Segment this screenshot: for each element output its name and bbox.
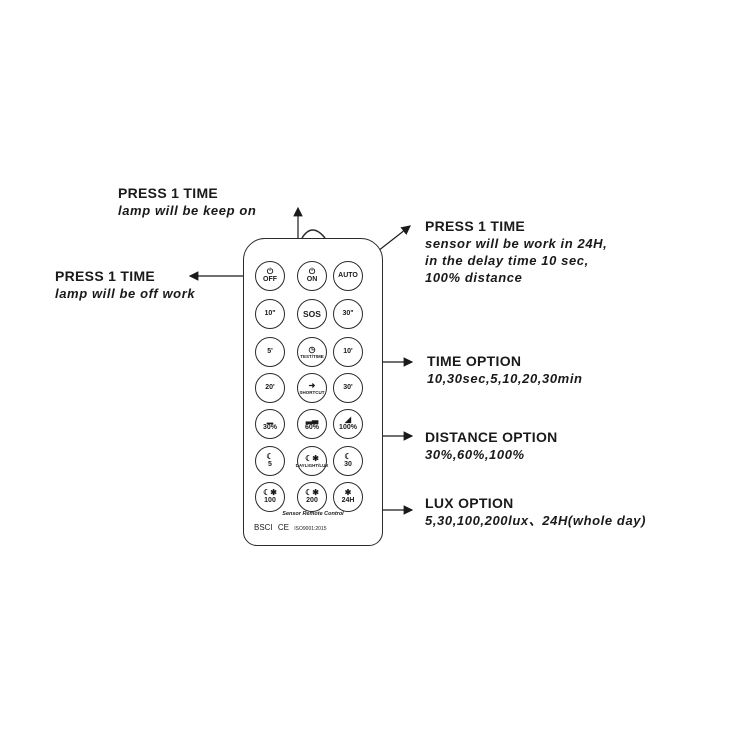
power-icon: ⏻ <box>308 267 316 276</box>
lux-30-label: 30 <box>344 461 352 468</box>
time-10m-label: 10' <box>343 348 353 355</box>
annotation-lux-title: LUX OPTION <box>425 495 514 511</box>
annotation-auto-desc-1: sensor will be work in 24H, <box>425 236 608 251</box>
moon-sun-icon: ☾✱ <box>263 488 277 497</box>
sun-icon: ✱ <box>344 488 352 497</box>
remote-ir-bump <box>301 229 326 239</box>
distance-60-button[interactable]: ▂▃ 60% <box>297 409 327 439</box>
off-button[interactable]: ⏻ OFF <box>255 261 285 291</box>
annotation-auto-desc-2: in the delay time 10 sec, <box>425 253 589 268</box>
annotation-on-title: PRESS 1 TIME <box>118 185 219 201</box>
distance-100-label: 100% <box>339 424 357 431</box>
annotation-lux-desc: 5,30,100,200lux、24H(whole day) <box>425 513 647 528</box>
lux-30-button[interactable]: ☾ 30 <box>333 446 363 476</box>
annotation-on: PRESS 1 TIME lamp will be keep on <box>118 184 256 219</box>
lux-200-label: 200 <box>306 497 318 504</box>
lux-5-button[interactable]: ☾ 5 <box>255 446 285 476</box>
lux-5-label: 5 <box>268 461 272 468</box>
annotation-auto: PRESS 1 TIME sensor will be work in 24H,… <box>425 217 607 286</box>
annotation-time-title: TIME OPTION <box>427 353 522 369</box>
time-20m-label: 20' <box>265 384 275 391</box>
moon-icon: ☾ <box>266 452 274 461</box>
auto-button[interactable]: AUTO <box>333 261 363 291</box>
time-10s-button[interactable]: 10" <box>255 299 285 329</box>
test-time-label: TEST/TIME <box>300 353 324 359</box>
signal-full-icon: ◢ <box>344 415 352 424</box>
lux-24h-button[interactable]: ✱ 24H <box>333 482 363 512</box>
clock-icon: ◷ <box>308 344 316 354</box>
moon-icon: ☾ <box>344 452 352 461</box>
shortcut-label: SHORTCUT <box>299 389 325 395</box>
remote-control: ⏻ OFF ⏻ ON AUTO 10" SOS 30" 5' ◷ TEST/TI… <box>243 238 383 546</box>
lux-100-label: 100 <box>264 497 276 504</box>
on-button[interactable]: ⏻ ON <box>297 261 327 291</box>
distance-30-button[interactable]: ▁ 30% <box>255 409 285 439</box>
signal-low-icon: ▁ <box>266 415 274 424</box>
on-button-label: ON <box>306 276 318 283</box>
shortcut-button[interactable]: ➜ SHORTCUT <box>297 373 327 403</box>
time-20m-button[interactable]: 20' <box>255 373 285 403</box>
distance-30-label: 30% <box>262 424 277 431</box>
test-time-button[interactable]: ◷ TEST/TIME <box>297 337 327 367</box>
bsci-logo: BSCI <box>254 523 273 532</box>
auto-button-label: AUTO <box>338 272 358 279</box>
annotation-off-desc: lamp will be off work <box>55 286 196 301</box>
time-10m-button[interactable]: 10' <box>333 337 363 367</box>
ce-logo: CE <box>277 523 290 532</box>
power-icon: ⏻ <box>266 267 274 276</box>
sos-button[interactable]: SOS <box>297 299 327 329</box>
time-5m-button[interactable]: 5' <box>255 337 285 367</box>
time-5m-label: 5' <box>267 348 273 355</box>
annotation-time: TIME OPTION 10,30sec,5,10,20,30min <box>427 352 583 387</box>
lux-200-button[interactable]: ☾✱ 200 <box>297 482 327 512</box>
time-10s-label: 10" <box>264 310 276 317</box>
remote-footer-title: Sensor Remote Control <box>282 511 344 517</box>
annotation-auto-title: PRESS 1 TIME <box>425 218 526 234</box>
annotation-distance-desc: 30%,60%,100% <box>425 447 525 462</box>
daylight-lux-label: DAYLIGHT/LUX <box>295 462 329 468</box>
signal-mid-icon: ▂▃ <box>305 415 319 424</box>
daylight-lux-button[interactable]: ☾✱ DAYLIGHT/LUX <box>295 446 329 476</box>
certification-logos: BSCI CE ISO9001:2015 <box>254 523 330 532</box>
annotation-off: PRESS 1 TIME lamp will be off work <box>55 267 195 302</box>
sos-label: SOS <box>303 309 321 319</box>
distance-60-label: 60% <box>304 424 319 431</box>
annotation-on-desc: lamp will be keep on <box>118 203 257 218</box>
moon-sun-icon: ☾✱ <box>305 453 319 463</box>
annotation-time-desc: 10,30sec,5,10,20,30min <box>427 371 583 386</box>
annotation-distance: DISTANCE OPTION 30%,60%,100% <box>425 428 558 463</box>
annotation-auto-desc-3: 100% distance <box>425 270 523 285</box>
time-30s-button[interactable]: 30" <box>333 299 363 329</box>
time-30m-button[interactable]: 30' <box>333 373 363 403</box>
annotation-distance-title: DISTANCE OPTION <box>425 429 558 445</box>
arrow-icon: ➜ <box>308 380 316 390</box>
moon-sun-icon: ☾✱ <box>305 488 319 497</box>
annotation-lux: LUX OPTION 5,30,100,200lux、24H(whole day… <box>425 494 646 529</box>
annotation-off-title: PRESS 1 TIME <box>55 268 156 284</box>
iso-logo: ISO9001:2015 <box>294 526 327 532</box>
distance-100-button[interactable]: ◢ 100% <box>333 409 363 439</box>
time-30s-label: 30" <box>342 310 354 317</box>
off-button-label: OFF <box>263 276 277 283</box>
lux-24h-label: 24H <box>341 497 355 504</box>
time-30m-label: 30' <box>343 384 353 391</box>
lux-100-button[interactable]: ☾✱ 100 <box>255 482 285 512</box>
